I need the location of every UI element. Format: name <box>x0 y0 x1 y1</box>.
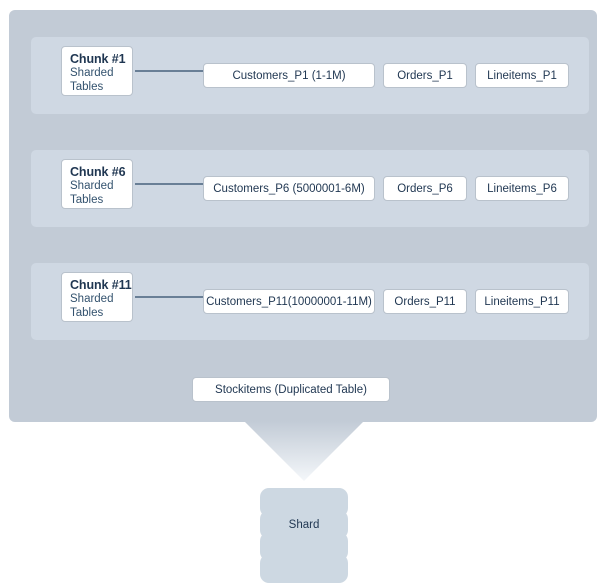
chunk-subtitle-line2: Tables <box>70 193 104 206</box>
chunk-subtitle-line2: Tables <box>70 80 104 93</box>
table-box-customers[interactable]: Customers_P11(10000001-11M) <box>203 289 375 314</box>
chunk-row: Chunk #6 Sharded Tables Customers_P6 (50… <box>31 150 589 227</box>
table-box-orders[interactable]: Orders_P11 <box>383 289 467 314</box>
chunk-row: Chunk #1 Sharded Tables Customers_P1 (1-… <box>31 37 589 114</box>
table-box-customers[interactable]: Customers_P6 (5000001-6M) <box>203 176 375 201</box>
chunk-subtitle-line1: Sharded <box>70 293 114 305</box>
table-box-orders[interactable]: Orders_P6 <box>383 176 467 201</box>
chunk-title: Chunk #6 <box>70 165 126 179</box>
chunk-box[interactable]: Chunk #1 Sharded Tables <box>61 46 133 96</box>
table-box-customers[interactable]: Customers_P1 (1-1M) <box>203 63 375 88</box>
shard-panel: Chunk #1 Sharded Tables Customers_P1 (1-… <box>9 10 597 422</box>
shard-cylinder[interactable]: Shard <box>260 488 348 583</box>
cylinder-segment <box>260 554 348 583</box>
table-box-lineitems[interactable]: Lineitems_P11 <box>475 289 569 314</box>
table-box-orders[interactable]: Orders_P1 <box>383 63 467 88</box>
funnel-connector-icon <box>244 421 364 481</box>
chunk-title: Chunk #1 <box>70 52 126 66</box>
duplicated-table-box[interactable]: Stockitems (Duplicated Table) <box>192 377 390 402</box>
chunk-box[interactable]: Chunk #11 Sharded Tables <box>61 272 133 322</box>
chunk-subtitle-line2: Tables <box>70 306 104 319</box>
table-box-lineitems[interactable]: Lineitems_P1 <box>475 63 569 88</box>
chunk-title: Chunk #11 <box>70 278 132 292</box>
table-box-lineitems[interactable]: Lineitems_P6 <box>475 176 569 201</box>
chunk-box[interactable]: Chunk #6 Sharded Tables <box>61 159 133 209</box>
chunk-row: Chunk #11 Sharded Tables Customers_P11(1… <box>31 263 589 340</box>
chunk-subtitle-line1: Sharded <box>70 67 114 79</box>
chunk-subtitle-line1: Sharded <box>70 180 114 192</box>
shard-label: Shard <box>288 518 320 531</box>
